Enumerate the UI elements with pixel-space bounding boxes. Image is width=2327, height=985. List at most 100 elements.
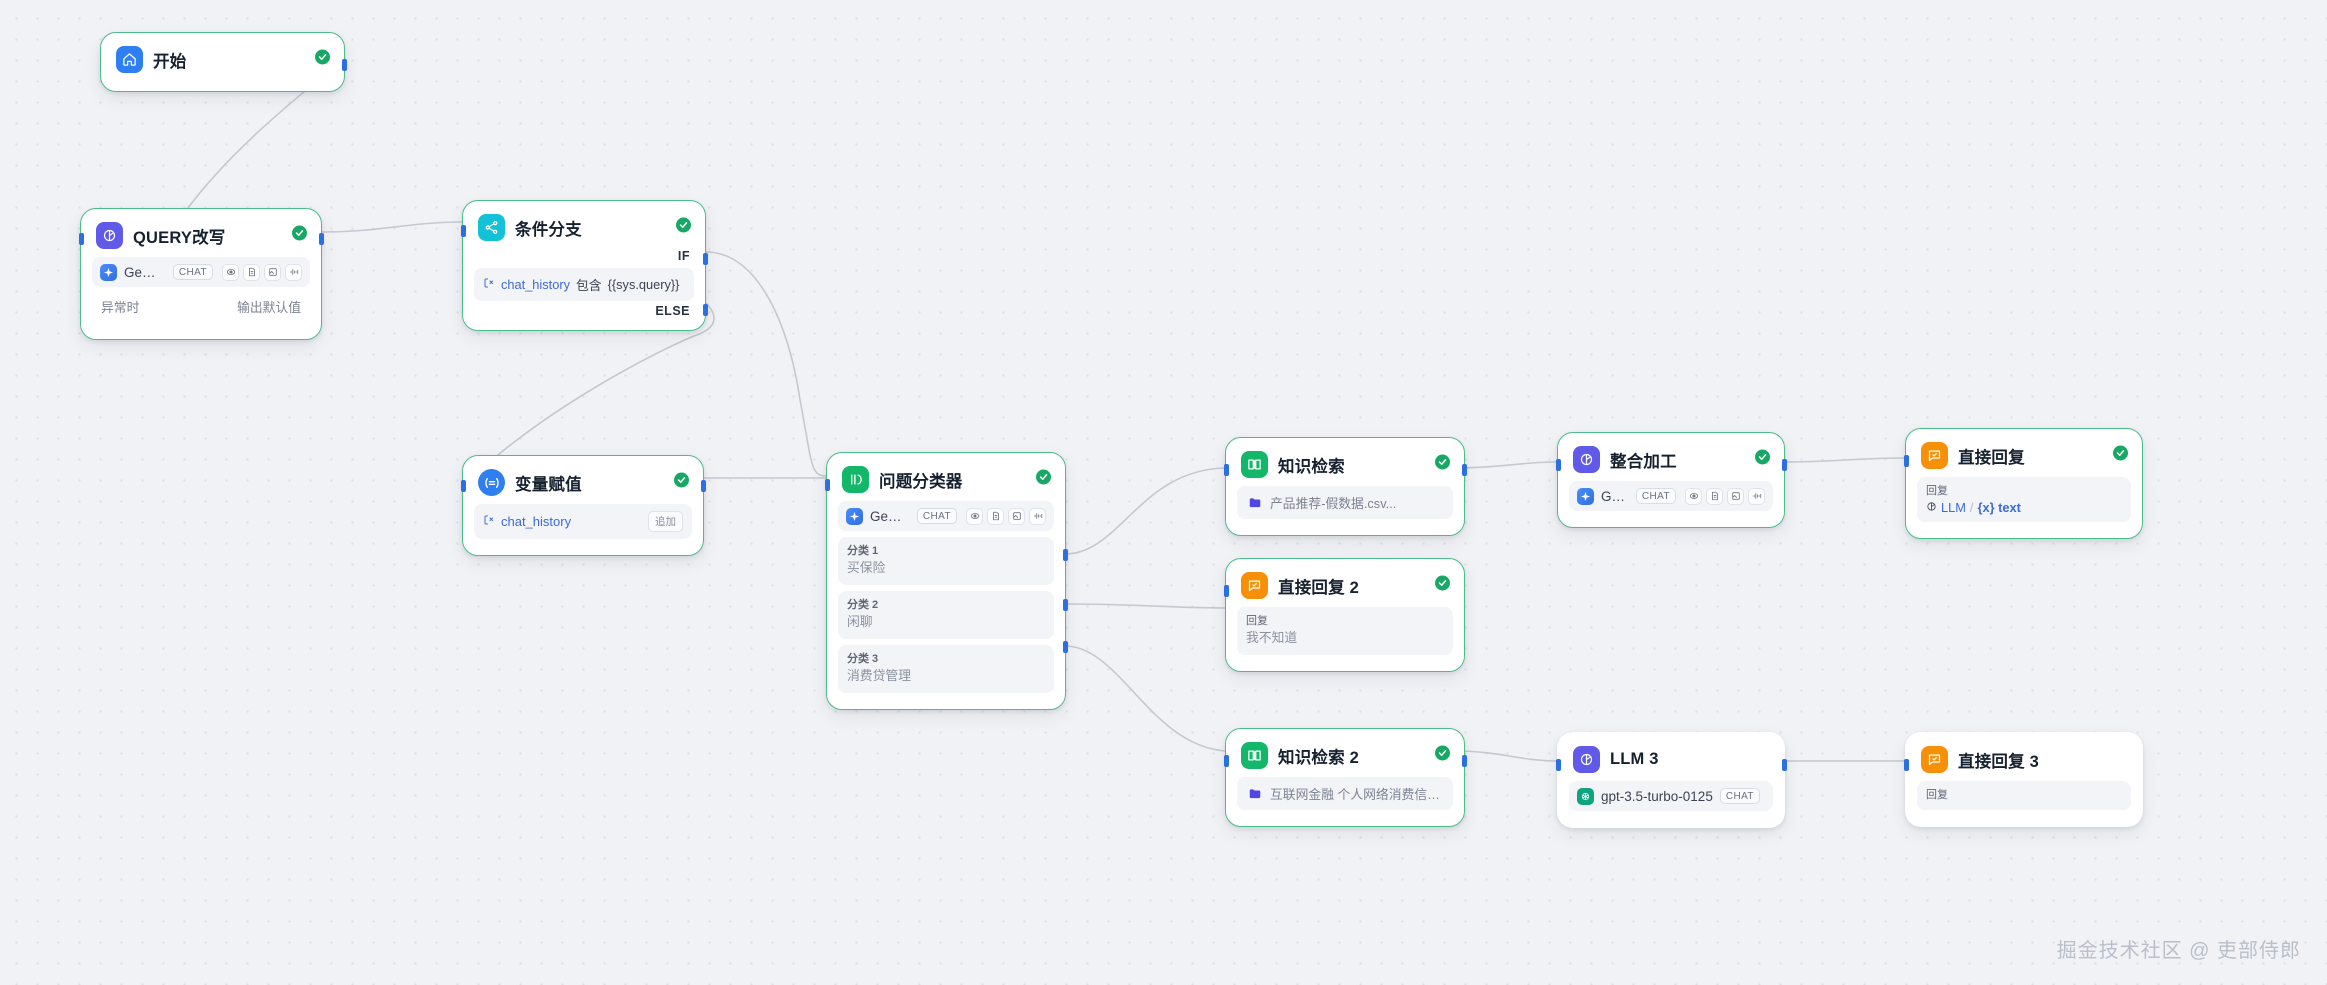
status-badge [676,217,691,233]
edge-classifier-c3-to-kr2 [1064,645,1226,752]
handle-direct-reply-3-in[interactable] [1903,759,1909,771]
class-row[interactable]: 分类 1 买保险 [838,537,1054,585]
node-direct-reply-2-header: 直接回复 2 [1226,559,1464,607]
handle-kr-in[interactable] [1223,464,1229,476]
model-name: Gemini ... [124,264,166,280]
class-row[interactable]: 分类 3 消费贷管理 [838,644,1054,693]
node-integration[interactable]: 整合加工 Gemini ... CHAT [1555,432,1787,528]
handle-variable-assign-in[interactable] [460,480,466,492]
reply-row[interactable]: 回复 LLM / {x} text [1917,477,2131,523]
classifier-icon [842,466,869,493]
node-variable-assign-title: 变量赋值 [515,475,582,494]
edge-query-to-condition [321,221,463,233]
else-label: ELSE [655,304,690,318]
node-start-header: 开始 [101,33,344,81]
status-badge [292,225,307,241]
node-variable-assign[interactable]: 变量赋值 chat_history 追加 [460,455,706,556]
openai-icon [1577,787,1594,805]
model-row[interactable]: gpt-3.5-turbo-0125 CHAT [1569,781,1773,811]
node-condition-branch-header: 条件分支 [463,201,705,249]
reply-row[interactable]: 回复 [1917,781,2131,811]
status-badge [1036,469,1051,485]
chat-badge: CHAT [1719,788,1760,804]
handle-kr2-in[interactable] [1223,755,1229,767]
folder-icon [1246,785,1263,802]
variable-icon [483,277,495,292]
gemini-icon [100,263,117,281]
node-direct-reply-2-title: 直接回复 2 [1278,578,1359,597]
model-row[interactable]: Gemini ... CHAT [1569,481,1773,511]
handle-classifier-out-1[interactable] [1062,549,1068,561]
reply-source: LLM [1941,500,1966,516]
node-llm-3-title: LLM 3 [1610,750,1659,768]
node-question-classifier-title: 问题分类器 [879,472,963,491]
handle-classifier-out-3[interactable] [1062,641,1068,653]
home-icon [116,46,143,73]
edge-integration-to-reply [1784,457,1906,463]
model-row[interactable]: Gemini ... CHAT [92,257,310,287]
class-label: 分类 3 [847,652,879,665]
variable-row[interactable]: chat_history 追加 [474,504,692,539]
llm-icon [1573,746,1600,773]
node-llm-3-header: LLM 3 [1558,733,1784,781]
node-direct-reply[interactable]: 直接回复 回复 LLM / {x} text [1903,428,2143,540]
handle-kr-out[interactable] [1461,464,1467,476]
node-question-classifier[interactable]: 问题分类器 Gemini ... CHAT 分类 1 买保险 分类 2 闲聊 [824,452,1068,710]
handle-condition-if-out[interactable] [702,253,708,265]
dataset-row[interactable]: 互联网金融 个人网络消费信贷 ... [1237,777,1453,810]
condition-row[interactable]: chat_history 包含 {{sys.query}} [474,268,694,301]
status-badge [1435,454,1450,470]
capability-icons [222,263,302,281]
node-direct-reply-2[interactable]: 直接回复 2 回复 我不知道 [1223,558,1465,672]
handle-classifier-in[interactable] [824,479,830,491]
handle-integration-out[interactable] [1781,459,1787,471]
variable-icon [483,514,495,529]
reply-separator: / [1969,500,1974,516]
edge-condition-if-to-classifier [705,251,827,477]
llm-source-icon [1926,500,1937,515]
reply-icon [1921,746,1948,773]
class-label: 分类 1 [847,545,879,557]
handle-direct-reply-2-in[interactable] [1223,585,1229,597]
reply-label: 回复 [1926,789,1948,801]
handle-llm-3-in[interactable] [1555,759,1561,771]
class-row[interactable]: 分类 2 闲聊 [838,590,1054,639]
node-query-rewrite[interactable]: QUERY改写 Gemini ... CHAT 异常时 输出默认值 [78,208,324,340]
node-knowledge-retrieval[interactable]: 知识检索 产品推荐-假数据.csv... [1223,437,1467,536]
handle-integration-in[interactable] [1555,459,1561,471]
reply-variable: LLM / {x} text [1926,500,2021,515]
document-icon [1706,487,1723,505]
handle-classifier-out-2[interactable] [1062,599,1068,611]
handle-kr2-out[interactable] [1461,755,1467,767]
reply-row[interactable]: 回复 我不知道 [1237,607,1453,655]
status-badge [1755,449,1770,465]
node-direct-reply-3[interactable]: 直接回复 3 回复 [1903,732,2143,828]
error-value: 输出默认值 [237,299,301,315]
handle-condition-else-out[interactable] [702,304,708,316]
node-condition-branch[interactable]: 条件分支 IF chat_history 包含 {{sys.query}} EL… [460,200,708,331]
handle-llm-3-out[interactable] [1781,759,1787,771]
handle-query-rewrite-in[interactable] [78,233,84,245]
handle-variable-assign-out[interactable] [700,480,706,492]
llm-icon [96,222,123,249]
capability-icons [1685,487,1765,505]
handle-query-rewrite-out[interactable] [318,233,324,245]
dataset-name: 产品推荐-假数据.csv... [1270,496,1397,511]
reply-icon [1241,572,1268,599]
node-direct-reply-3-title: 直接回复 3 [1958,752,2039,771]
image-icon [1008,507,1025,525]
node-knowledge-retrieval-2[interactable]: 知识检索 2 互联网金融 个人网络消费信贷 ... [1223,728,1467,827]
edge-classifier-c1-to-kr [1064,467,1226,555]
node-knowledge-retrieval-2-title: 知识检索 2 [1278,748,1359,767]
book-icon [1241,742,1268,769]
handle-direct-reply-in[interactable] [1903,455,1909,467]
node-llm-3[interactable]: LLM 3 gpt-3.5-turbo-0125 CHAT [1555,732,1787,828]
reply-label: 回复 [1246,615,1268,627]
node-start[interactable]: 开始 [100,32,347,92]
status-badge [315,49,330,65]
dataset-row[interactable]: 产品推荐-假数据.csv... [1237,486,1453,519]
handle-start-out[interactable] [341,59,347,71]
model-row[interactable]: Gemini ... CHAT [838,501,1054,531]
handle-condition-in[interactable] [460,225,466,237]
